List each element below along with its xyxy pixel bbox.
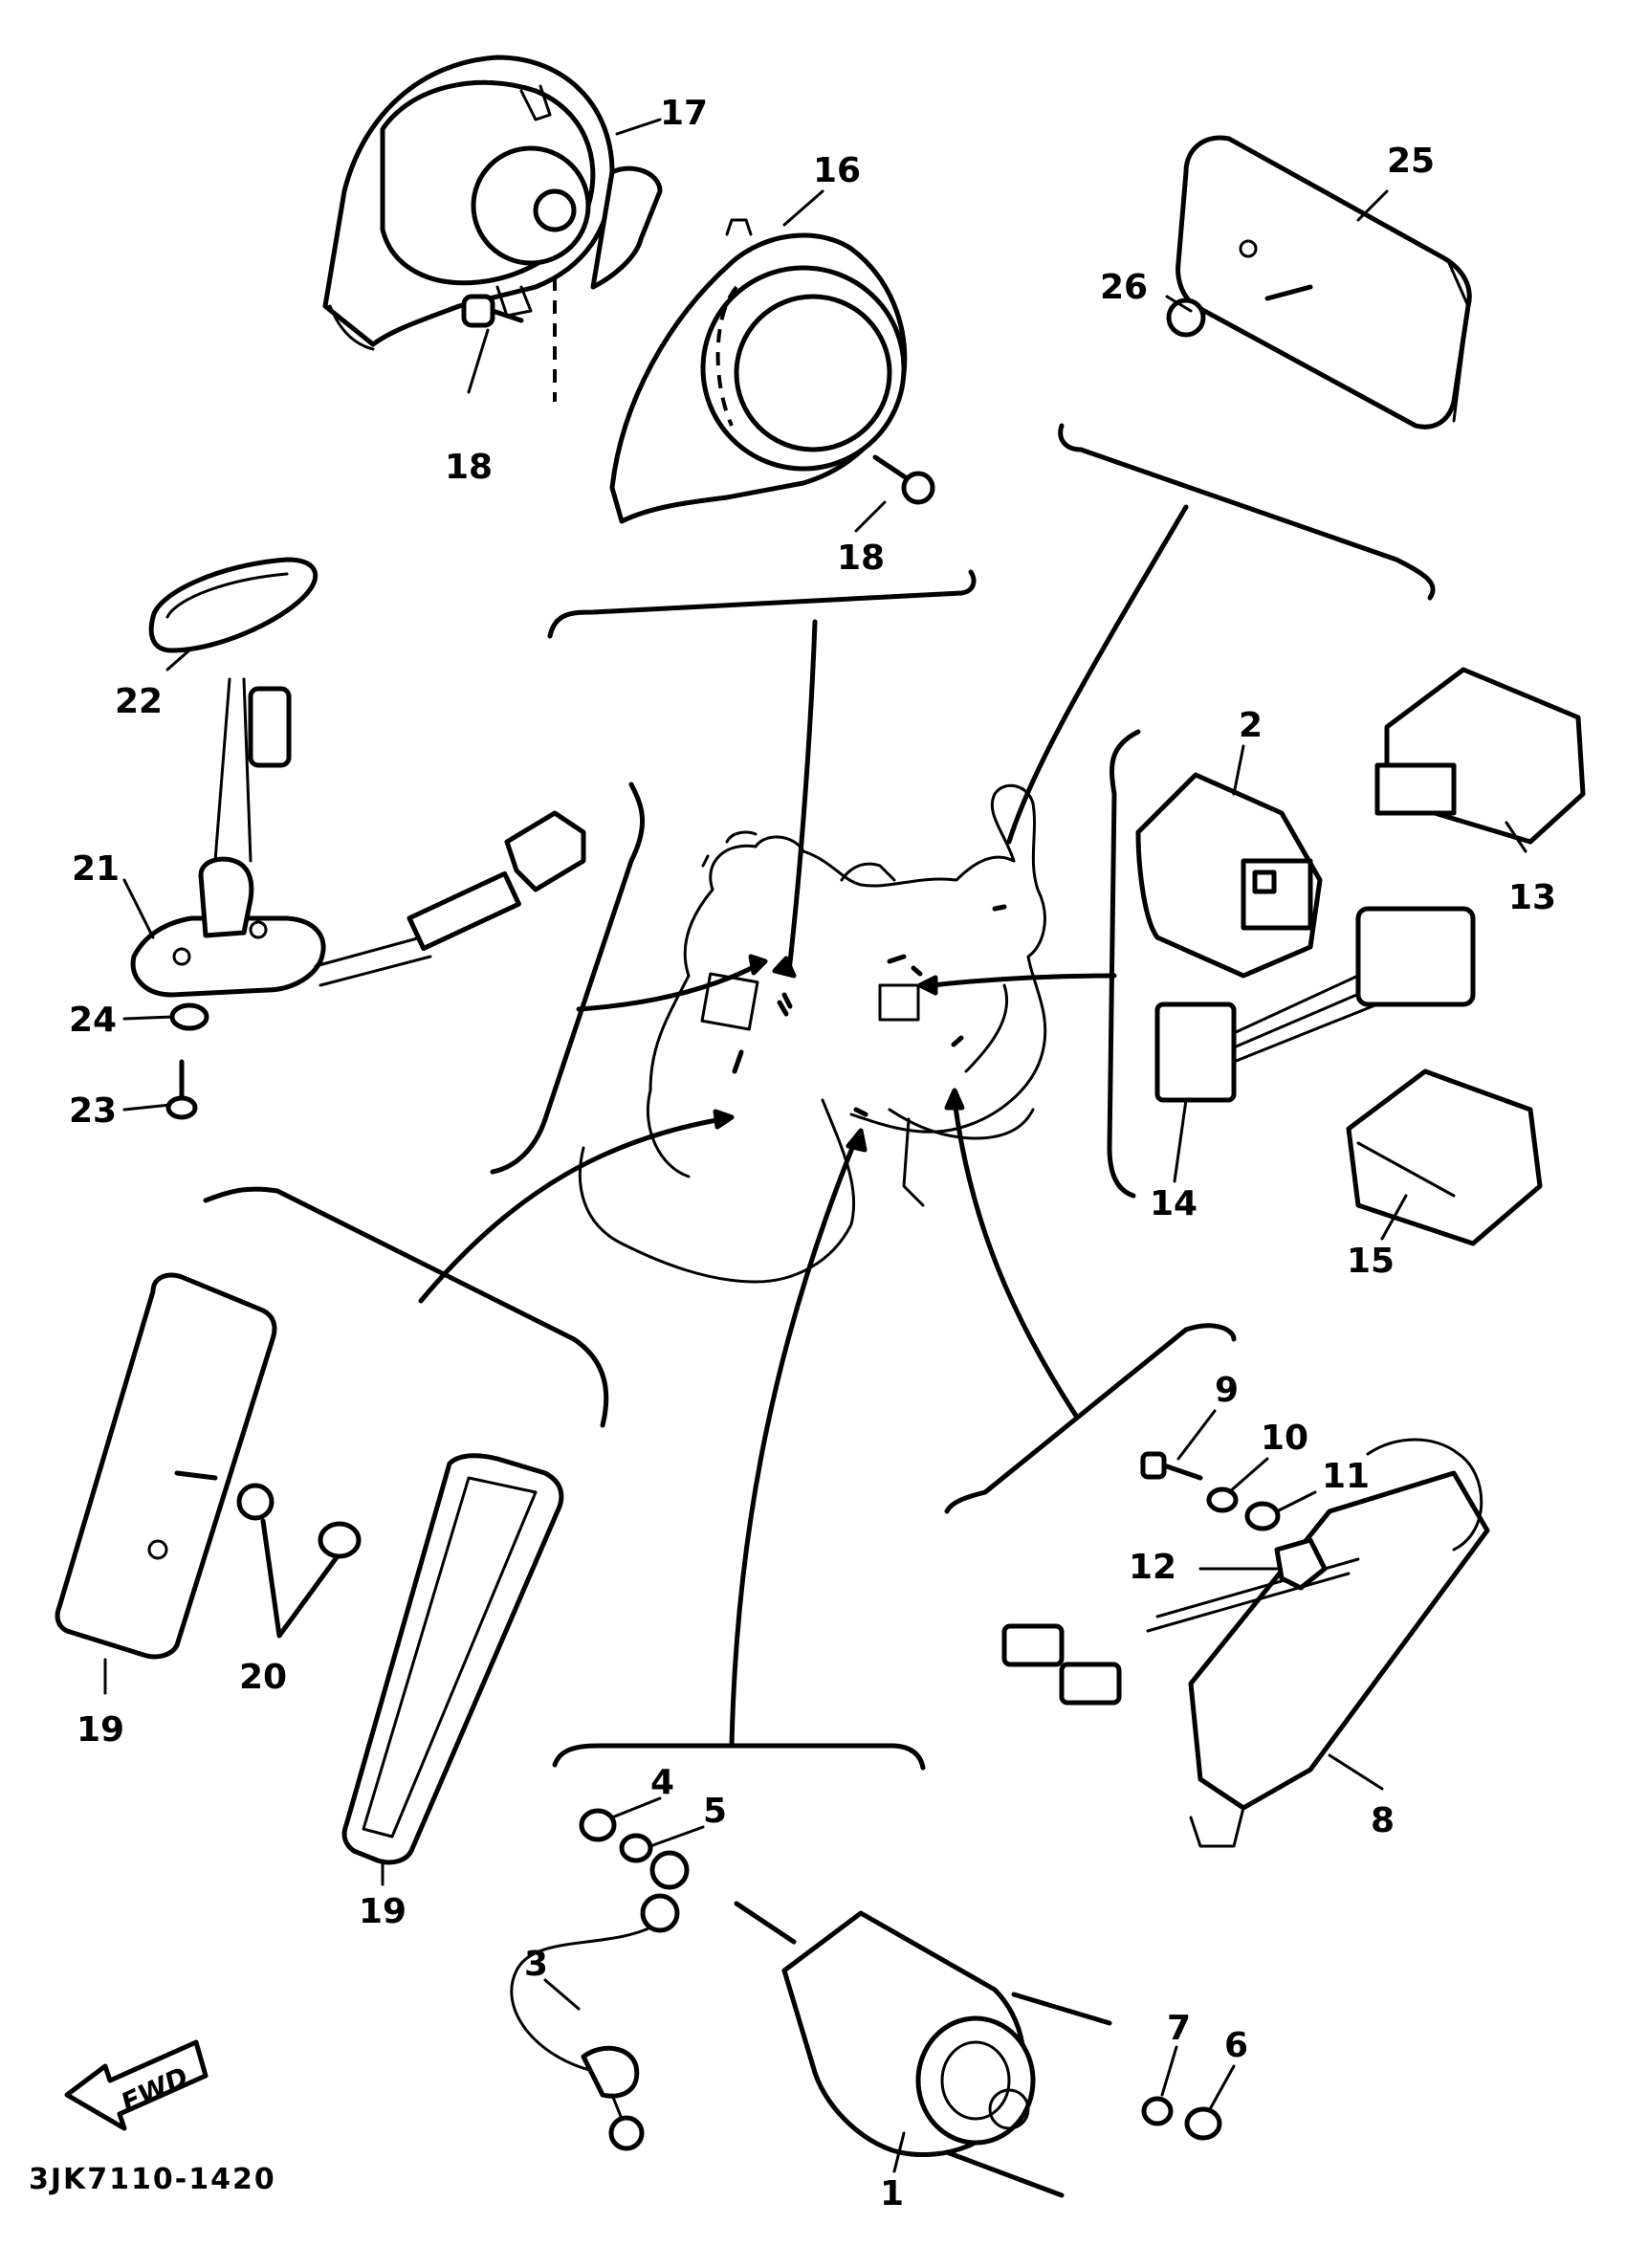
callout-14: 14 [1150,1184,1198,1223]
washer-7-icon [1141,2096,1174,2126]
reflector-19a-icon [55,1272,277,1660]
screw-18b-icon [872,454,935,505]
callout-labels: 1 2 3 4 5 6 7 8 9 10 11 12 13 14 15 16 1… [69,94,1556,2213]
callout-22: 22 [115,682,163,721]
fuel-sender-21-icon [130,677,586,998]
callout-18a: 18 [445,448,493,487]
horn-16-icon [609,218,908,524]
nut-20b-icon [318,1521,362,1559]
drawing-code: 3JK7110-1420 [29,2163,276,2196]
callout-10: 10 [1261,1419,1308,1458]
callout-26: 26 [1100,268,1148,307]
bracket-12-icon [1274,1537,1328,1591]
connector-15-icon [1346,1068,1543,1246]
relay-13-icon [1374,667,1586,845]
starter-relay-1-icon [734,1901,1112,2198]
callout-17: 17 [660,94,708,133]
callout-16: 16 [813,151,861,190]
callout-19b: 19 [359,1892,406,1931]
connector-14-icon [1154,906,1476,1103]
callout-leaders [103,118,1527,2173]
horn-17-icon [322,55,663,402]
callout-6: 6 [1224,2026,1248,2065]
callout-8: 8 [1371,1801,1395,1840]
callout-24: 24 [69,1001,117,1040]
callout-15: 15 [1347,1242,1395,1281]
callout-3: 3 [524,1945,548,1984]
callout-5: 5 [703,1792,727,1831]
nut-4-icon [579,1808,617,1842]
nut-20a-icon [236,1483,275,1521]
callout-11: 11 [1322,1457,1370,1496]
callout-13: 13 [1508,878,1556,917]
relay-2-icon [1135,772,1323,979]
regulator-8-icon [1001,1438,1490,1848]
nut-11-icon [1244,1501,1281,1531]
leader-lines [418,504,1189,1749]
callout-25: 25 [1387,142,1435,181]
callout-21: 21 [72,849,120,889]
callout-7: 7 [1167,2009,1191,2048]
washer-10-icon [1206,1486,1239,1513]
callout-19a: 19 [77,1710,124,1750]
callout-12: 12 [1129,1548,1176,1587]
group-brackets [203,423,1436,1771]
gasket-22-icon [148,557,319,653]
callout-2: 2 [1239,706,1263,745]
washer-24-icon [169,1002,209,1031]
washer-5-icon [619,1833,653,1863]
callout-9: 9 [1215,1371,1239,1410]
motorcycle-outline [578,783,1047,1284]
callout-20: 20 [239,1658,287,1697]
callout-4: 4 [650,1763,674,1802]
callout-23: 23 [69,1091,117,1131]
callout-1: 1 [880,2174,904,2213]
screw-18a-icon [461,294,524,328]
cable-3-icon [510,1850,690,2151]
leader-20 [260,1518,340,1639]
reflector-25-icon [1166,135,1472,429]
bolt-9-icon [1140,1451,1203,1481]
forward-arrow-icon: FWD [64,2039,209,2131]
reflector-19b-icon [341,1453,564,1865]
screw-23-icon [165,1059,198,1120]
callout-18b: 18 [837,539,885,578]
nut-6-icon [1184,2106,1222,2141]
